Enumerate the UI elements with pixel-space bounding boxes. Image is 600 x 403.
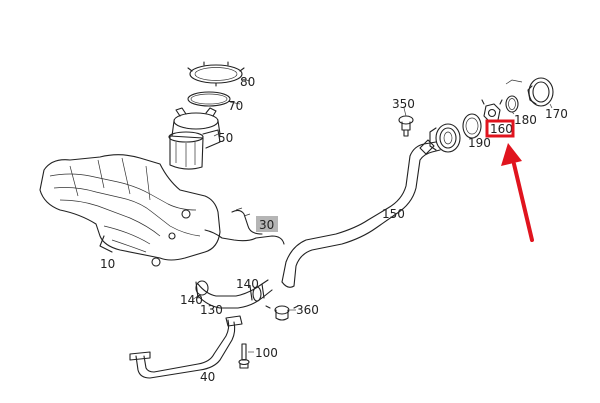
fuel-pump-module-part [168,107,221,170]
label-130: 130 [200,303,223,317]
fuel-flap-insert-part [481,99,503,123]
label-360: 360 [296,303,319,317]
label-100: 100 [255,346,278,360]
label-160: 160 [490,122,513,136]
tank-strap-part [129,315,243,379]
lock-ring-part [187,61,251,87]
label-180: 180 [514,113,537,127]
clip-part [265,305,299,321]
label-150: 150 [382,207,405,221]
label-40: 40 [200,370,215,384]
strap-bolt-part [238,343,254,369]
label-350: 350 [392,97,415,111]
filler-neck-part [429,123,461,153]
fuel-tank-part [39,154,221,267]
filler-seal-part [462,113,482,139]
label-70: 70 [228,99,243,113]
label-140-left: 140 [180,293,203,307]
label-80: 80 [240,75,255,89]
fuel-cap-part [505,77,554,109]
seal-ring-part [187,91,241,107]
vent-line-part [204,207,285,245]
retaining-screw-part [398,107,414,137]
label-140-right: 140 [236,277,259,291]
label-30-highlight [256,216,278,232]
filler-pipe-part [281,139,441,288]
label-10: 10 [100,257,115,271]
label-190: 190 [468,136,491,150]
highlight-box-160 [485,119,515,138]
red-arrow-icon [501,143,534,242]
label-50: 50 [218,131,233,145]
connecting-hose-part [191,279,273,309]
o-ring-part [505,95,519,115]
label-30: 30 [259,218,274,232]
label-170: 170 [545,107,568,121]
